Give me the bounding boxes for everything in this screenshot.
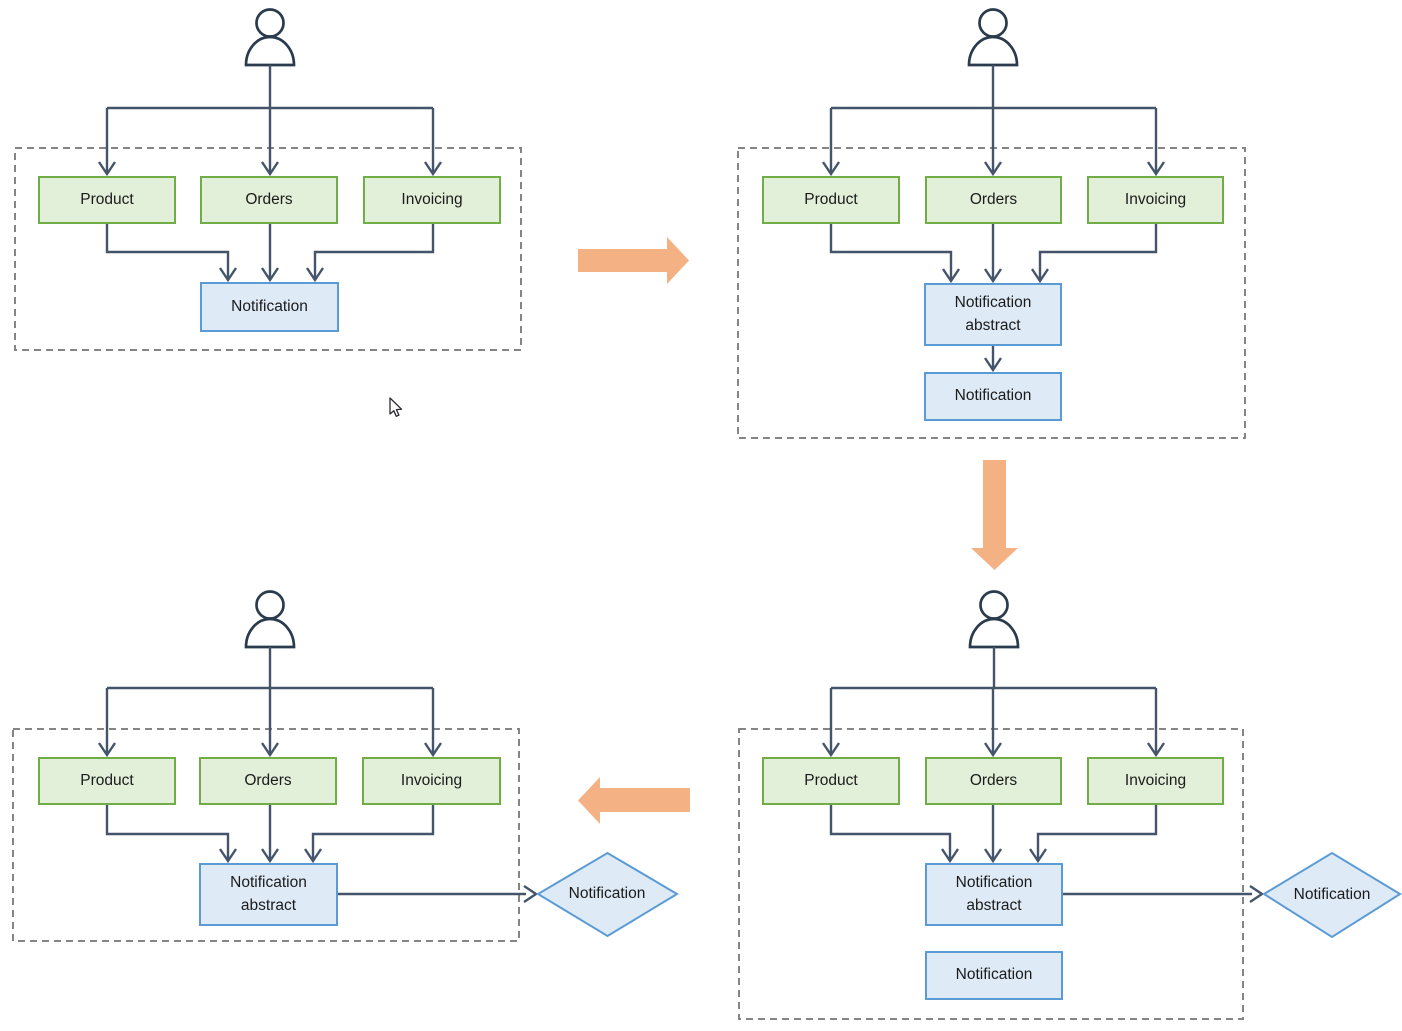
flow-arrow-right-icon xyxy=(578,237,689,284)
box-product: Product xyxy=(38,757,176,805)
box-orders: Orders xyxy=(925,757,1062,805)
box-notification: Notification xyxy=(924,372,1062,421)
connector-lines-bottom-right xyxy=(822,647,1265,903)
diamond-notification-label: Notification xyxy=(568,885,646,902)
panel-boundary-bottom-left xyxy=(12,728,520,942)
box-invoicing: Invoicing xyxy=(363,176,501,224)
panel-boundary-top-left xyxy=(14,147,522,351)
box-orders: Orders xyxy=(925,176,1062,224)
notification-diamond xyxy=(536,851,679,938)
box-notification: Notification xyxy=(200,282,339,332)
box-orders: Orders xyxy=(199,757,337,805)
notification-diamond xyxy=(1262,851,1402,939)
connector-lines-top-right xyxy=(822,65,1165,373)
box-product: Product xyxy=(38,176,176,224)
box-product: Product xyxy=(762,757,900,805)
box-notification-abstract: Notification abstract xyxy=(925,863,1063,926)
person-icon xyxy=(244,590,296,649)
flow-arrow-down-icon xyxy=(971,460,1018,570)
box-product: Product xyxy=(762,176,900,224)
box-notification-abstract: Notification abstract xyxy=(199,863,338,926)
diamond-notification-label: Notification xyxy=(1293,886,1371,903)
connector-lines-bottom-left xyxy=(98,647,539,903)
box-invoicing: Invoicing xyxy=(1087,176,1224,224)
box-notification-abstract: Notification abstract xyxy=(924,283,1062,346)
box-invoicing: Invoicing xyxy=(362,757,501,805)
box-invoicing: Invoicing xyxy=(1087,757,1224,805)
person-icon xyxy=(244,8,296,67)
flow-arrow-left-icon xyxy=(578,777,690,824)
person-icon xyxy=(968,590,1020,649)
box-notification: Notification xyxy=(925,951,1063,1000)
panel-boundary-bottom-right xyxy=(738,728,1244,1020)
panel-boundary-top-right xyxy=(737,147,1246,439)
person-icon xyxy=(967,8,1019,67)
box-orders: Orders xyxy=(200,176,338,224)
mouse-cursor-icon xyxy=(389,397,403,417)
connector-lines-top-left xyxy=(98,65,442,283)
